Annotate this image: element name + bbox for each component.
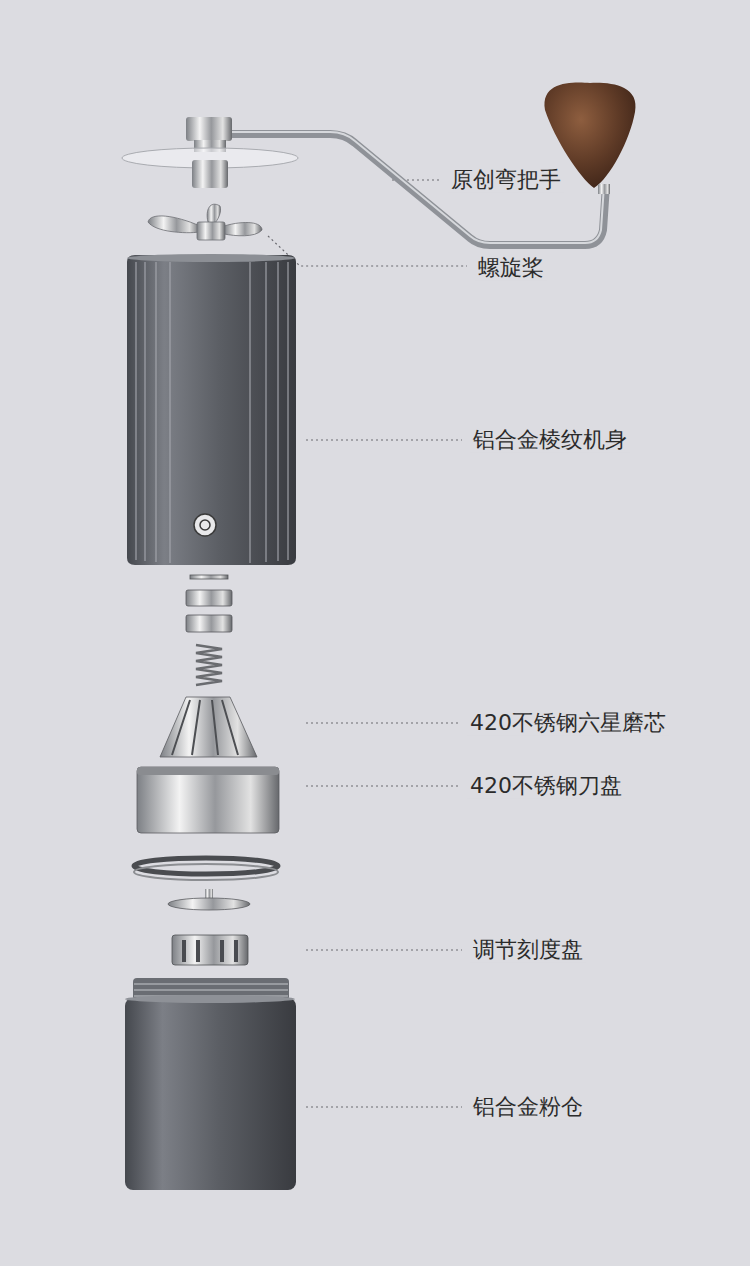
part-label: 原创弯把手 xyxy=(448,167,564,193)
bearing xyxy=(186,590,232,606)
body-top-edge xyxy=(127,254,295,262)
grinder-body xyxy=(127,254,296,565)
propeller-blade xyxy=(224,223,262,236)
spring xyxy=(196,645,222,685)
adjust-disc xyxy=(168,898,250,910)
part-label: 铝合金粉仓 xyxy=(470,1094,586,1120)
burr-grooves xyxy=(172,700,238,755)
part-label: 420不锈钢六星磨芯 xyxy=(467,710,669,736)
leader-line xyxy=(306,1106,462,1107)
dial-notches xyxy=(184,940,236,962)
propeller-blade xyxy=(148,216,200,233)
part-label: 调节刻度盘 xyxy=(470,937,586,963)
part-label: 螺旋桨 xyxy=(475,255,547,281)
burr-ring-body xyxy=(137,767,279,833)
body-ribs xyxy=(136,262,288,563)
propeller-blade xyxy=(207,204,220,224)
leader-line xyxy=(268,236,467,266)
retaining-ring-edge xyxy=(134,864,278,880)
burr-cone xyxy=(160,697,257,757)
burr-ring-top xyxy=(137,767,279,775)
crank-arm xyxy=(232,134,606,245)
logo-mark xyxy=(200,520,210,530)
leader-line xyxy=(306,439,462,440)
burr-ring xyxy=(137,767,279,833)
knob-ferrule xyxy=(598,184,610,194)
leader-line xyxy=(306,785,459,786)
thread-lines xyxy=(134,984,288,996)
handle-cap xyxy=(186,117,232,141)
propeller-hub xyxy=(197,222,225,240)
cup-body xyxy=(125,998,296,1190)
leader-lines xyxy=(268,180,467,1107)
cup-rim xyxy=(125,995,295,1003)
crank-handle xyxy=(122,83,636,245)
leader-line xyxy=(306,949,462,950)
logo-badge xyxy=(194,514,216,536)
bearings xyxy=(186,575,232,632)
body-shell xyxy=(127,255,296,565)
washer xyxy=(190,575,228,579)
dial-body xyxy=(172,935,248,965)
bearing xyxy=(186,615,232,632)
catch-cup xyxy=(125,978,296,1190)
leader-line xyxy=(306,722,459,723)
handle-hub xyxy=(192,160,228,188)
propeller xyxy=(148,204,262,240)
part-label: 铝合金棱纹机身 xyxy=(470,427,630,453)
part-label: 420不锈钢刀盘 xyxy=(467,773,625,799)
conical-burr xyxy=(160,697,257,757)
crank-arm-highlight xyxy=(232,132,604,243)
adjustment-assembly xyxy=(134,858,278,965)
